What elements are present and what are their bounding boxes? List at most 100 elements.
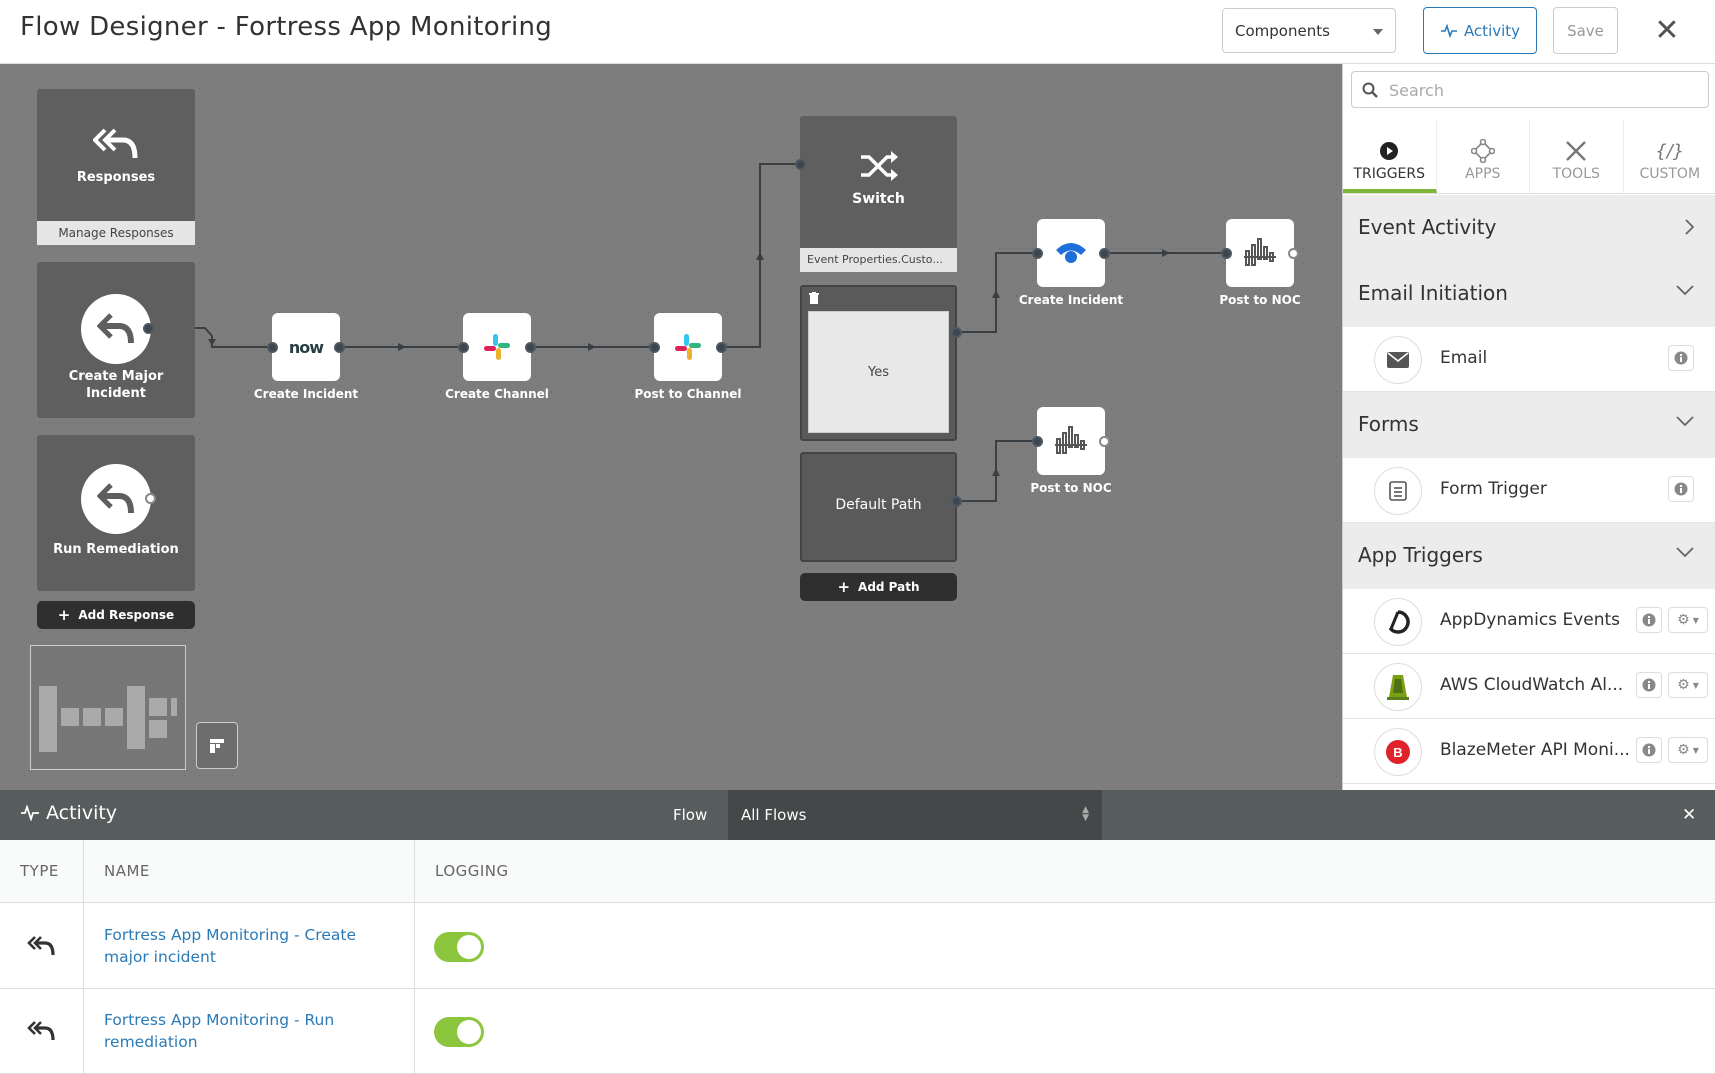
minimap-toggle-button[interactable] [196, 722, 238, 769]
search-input[interactable]: Search [1351, 71, 1709, 108]
column-header-name: NAME [104, 862, 150, 880]
node-create-incident-opsgenie[interactable] [1037, 219, 1105, 287]
activity-table-header: TYPE NAME LOGGING [0, 840, 1715, 903]
input-port[interactable] [267, 342, 278, 353]
output-port[interactable] [1099, 436, 1110, 447]
responses-card[interactable]: Responses Manage Responses [37, 89, 195, 245]
activity-bar: Activity Flow All Flows ▲▼ ✕ [0, 790, 1715, 840]
output-port[interactable] [145, 493, 156, 504]
caret-down-icon: ▼ [1692, 615, 1699, 625]
input-port[interactable] [795, 159, 806, 170]
trash-icon[interactable] [809, 292, 819, 304]
tab-triggers[interactable]: TRIGGERS [1343, 120, 1437, 193]
node-post-to-channel-slack[interactable] [654, 313, 722, 381]
section-forms[interactable]: Forms [1343, 392, 1715, 458]
info-icon[interactable] [1636, 607, 1662, 633]
code-icon: {/} [1655, 140, 1685, 162]
output-port[interactable] [1099, 248, 1110, 259]
close-activity-icon[interactable]: ✕ [1682, 805, 1697, 825]
switch-path-yes[interactable]: Yes [800, 285, 957, 441]
input-port[interactable] [1032, 436, 1043, 447]
minimap[interactable] [30, 645, 186, 770]
response-label: Create Major Incident [68, 369, 164, 401]
node-create-incident-servicenow[interactable]: now [272, 313, 340, 381]
response-create-major-incident[interactable]: Create Major Incident [37, 262, 195, 418]
gear-menu-button[interactable]: ⚙ ▼ [1668, 672, 1708, 698]
add-path-button[interactable]: + Add Path [800, 573, 957, 601]
item-name: BlazeMeter API Moni... [1440, 740, 1630, 760]
list-item-appdynamics[interactable]: AppDynamics Events ⚙ ▼ [1343, 589, 1715, 654]
flow-canvas[interactable]: Responses Manage Responses Create Major … [0, 64, 1342, 790]
chevron-right-icon [1685, 219, 1694, 235]
output-port[interactable] [334, 342, 345, 353]
close-icon[interactable]: ✕ [1654, 12, 1680, 48]
tab-tools[interactable]: TOOLS [1530, 120, 1624, 193]
input-port[interactable] [1221, 248, 1232, 259]
node-label: Create Channel [445, 387, 549, 401]
item-name: Form Trigger [1440, 479, 1547, 499]
gear-menu-button[interactable]: ⚙ ▼ [1668, 607, 1708, 633]
tab-custom[interactable]: {/} CUSTOM [1624, 120, 1715, 193]
info-icon[interactable] [1636, 672, 1662, 698]
connection-wires [150, 163, 1226, 502]
flow-name-link[interactable]: Fortress App Monitoring - Run remediatio… [104, 1011, 335, 1051]
shuffle-icon-wrap [800, 116, 957, 187]
reply-all-icon [27, 1021, 55, 1041]
output-port[interactable] [951, 327, 962, 338]
add-path-label: Add Path [858, 580, 920, 594]
output-port[interactable] [716, 342, 727, 353]
info-icon[interactable] [1668, 345, 1694, 371]
output-port[interactable] [951, 496, 962, 507]
add-response-button[interactable]: + Add Response [37, 601, 195, 629]
node-post-to-noc[interactable] [1037, 407, 1105, 475]
response-run-remediation[interactable]: Run Remediation [37, 435, 195, 591]
input-port[interactable] [1032, 248, 1043, 259]
output-port[interactable] [525, 342, 536, 353]
gear-menu-button[interactable]: ⚙ ▼ [1668, 737, 1708, 763]
flow-select-value: All Flows [741, 806, 807, 824]
flow-name-link[interactable]: Fortress App Monitoring - Create major i… [104, 926, 356, 966]
pulse-icon [21, 805, 39, 821]
list-item-blazemeter[interactable]: B BlazeMeter API Moni... ⚙ ▼ [1343, 719, 1715, 784]
slack-icon [675, 334, 701, 360]
section-app-triggers[interactable]: App Triggers [1343, 523, 1715, 589]
node-post-to-noc[interactable] [1226, 219, 1294, 287]
list-item-aws-cloudwatch[interactable]: AWS CloudWatch Al... ⚙ ▼ [1343, 654, 1715, 719]
chevron-down-icon [1676, 285, 1694, 295]
components-select[interactable]: Components [1222, 8, 1396, 53]
list-item-email[interactable]: Email [1343, 327, 1715, 392]
minimap-block [39, 686, 57, 752]
activity-button[interactable]: Activity [1423, 7, 1537, 54]
flow-select[interactable]: All Flows ▲▼ [728, 790, 1102, 840]
info-icon[interactable] [1636, 737, 1662, 763]
tab-apps[interactable]: APPS [1437, 120, 1530, 193]
switch-path-default[interactable]: Default Path [800, 452, 957, 562]
manage-responses-link[interactable]: Manage Responses [37, 221, 195, 245]
minimap-block [149, 720, 167, 738]
input-port[interactable] [458, 342, 469, 353]
gear-icon: ⚙ [1677, 677, 1690, 693]
switch-node[interactable]: Switch Event Properties.Custo... [800, 116, 957, 272]
save-button[interactable]: Save [1553, 7, 1618, 54]
gear-icon: ⚙ [1677, 742, 1690, 758]
minimap-block [171, 698, 177, 716]
output-port[interactable] [1288, 248, 1299, 259]
page-title: Flow Designer - Fortress App Monitoring [20, 12, 553, 42]
tab-icon-wrap [1530, 136, 1623, 166]
logging-toggle[interactable] [434, 1017, 484, 1047]
list-item-form-trigger[interactable]: Form Trigger [1343, 458, 1715, 523]
info-icon[interactable] [1668, 476, 1694, 502]
section-event-activity[interactable]: Event Activity [1343, 195, 1715, 261]
node-create-channel-slack[interactable] [463, 313, 531, 381]
reply-all-icon [92, 128, 138, 159]
switch-condition[interactable]: Event Properties.Custo... [800, 248, 957, 272]
search-icon [1362, 82, 1378, 98]
input-port[interactable] [649, 342, 660, 353]
logging-toggle[interactable] [434, 932, 484, 962]
section-email-initiation[interactable]: Email Initiation [1343, 261, 1715, 327]
output-port[interactable] [143, 323, 154, 334]
bars-chart-icon [1244, 238, 1276, 266]
switch-label: Switch [852, 191, 905, 207]
tab-label: APPS [1465, 166, 1501, 182]
svg-text:B: B [1393, 745, 1402, 760]
